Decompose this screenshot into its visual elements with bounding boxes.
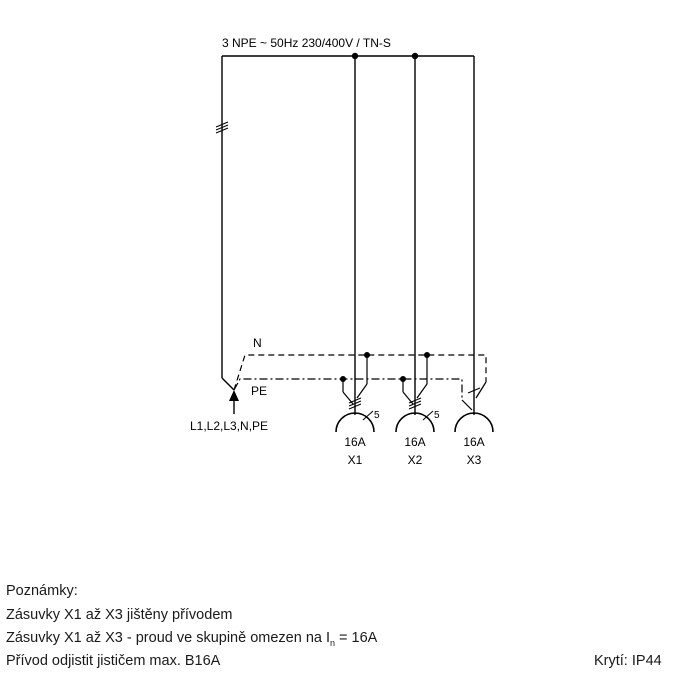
conductor-marks-x1 — [348, 397, 362, 410]
note-line-1: Zásuvky X1 až X3 jištěny přívodem — [6, 607, 233, 623]
pe-label: PE — [251, 384, 267, 398]
wire-count-tick — [362, 410, 374, 421]
socket-x3-id: X3 — [467, 453, 482, 467]
wire-count-x2: 5 — [434, 410, 440, 421]
current-subscript: n — [330, 637, 336, 648]
junction-dot — [351, 52, 359, 60]
socket-x2-id: X2 — [408, 453, 423, 467]
feed-arrow-icon — [229, 390, 239, 414]
note-line-3: Přívod odjistit jističem max. B16A — [6, 653, 221, 669]
notes-heading: Poznámky: — [6, 583, 78, 599]
junction-dot — [411, 52, 419, 60]
feed-wire-diagonal — [221, 377, 235, 391]
wire-count-tick — [422, 410, 434, 421]
socket-x2-icon — [395, 412, 435, 433]
pe-conductor — [233, 378, 463, 400]
socket-x1-rating: 16A — [344, 435, 365, 449]
feed-label: L1,L2,L3,N,PE — [190, 419, 268, 433]
neutral-conductor — [233, 354, 487, 391]
socket-x3-rating: 16A — [463, 435, 484, 449]
socket-x2-rating: 16A — [404, 435, 425, 449]
socket-x1-id: X1 — [348, 453, 363, 467]
feed-conductor-marks — [215, 121, 229, 134]
conductor-marks-x2 — [408, 397, 422, 410]
socket-x1-icon — [335, 412, 375, 433]
neutral-label: N — [253, 336, 262, 350]
wire-count-x1: 5 — [374, 410, 380, 421]
socket-x3-icon — [454, 412, 494, 433]
protection-rating: Krytí: IP44 — [594, 653, 662, 669]
supply-label: 3 NPE ~ 50Hz 230/400V / TN-S — [222, 36, 391, 50]
conductor-marks-x3 — [467, 387, 481, 394]
note-line-2: Zásuvky X1 až X3 - proud ve skupině omez… — [6, 630, 378, 648]
